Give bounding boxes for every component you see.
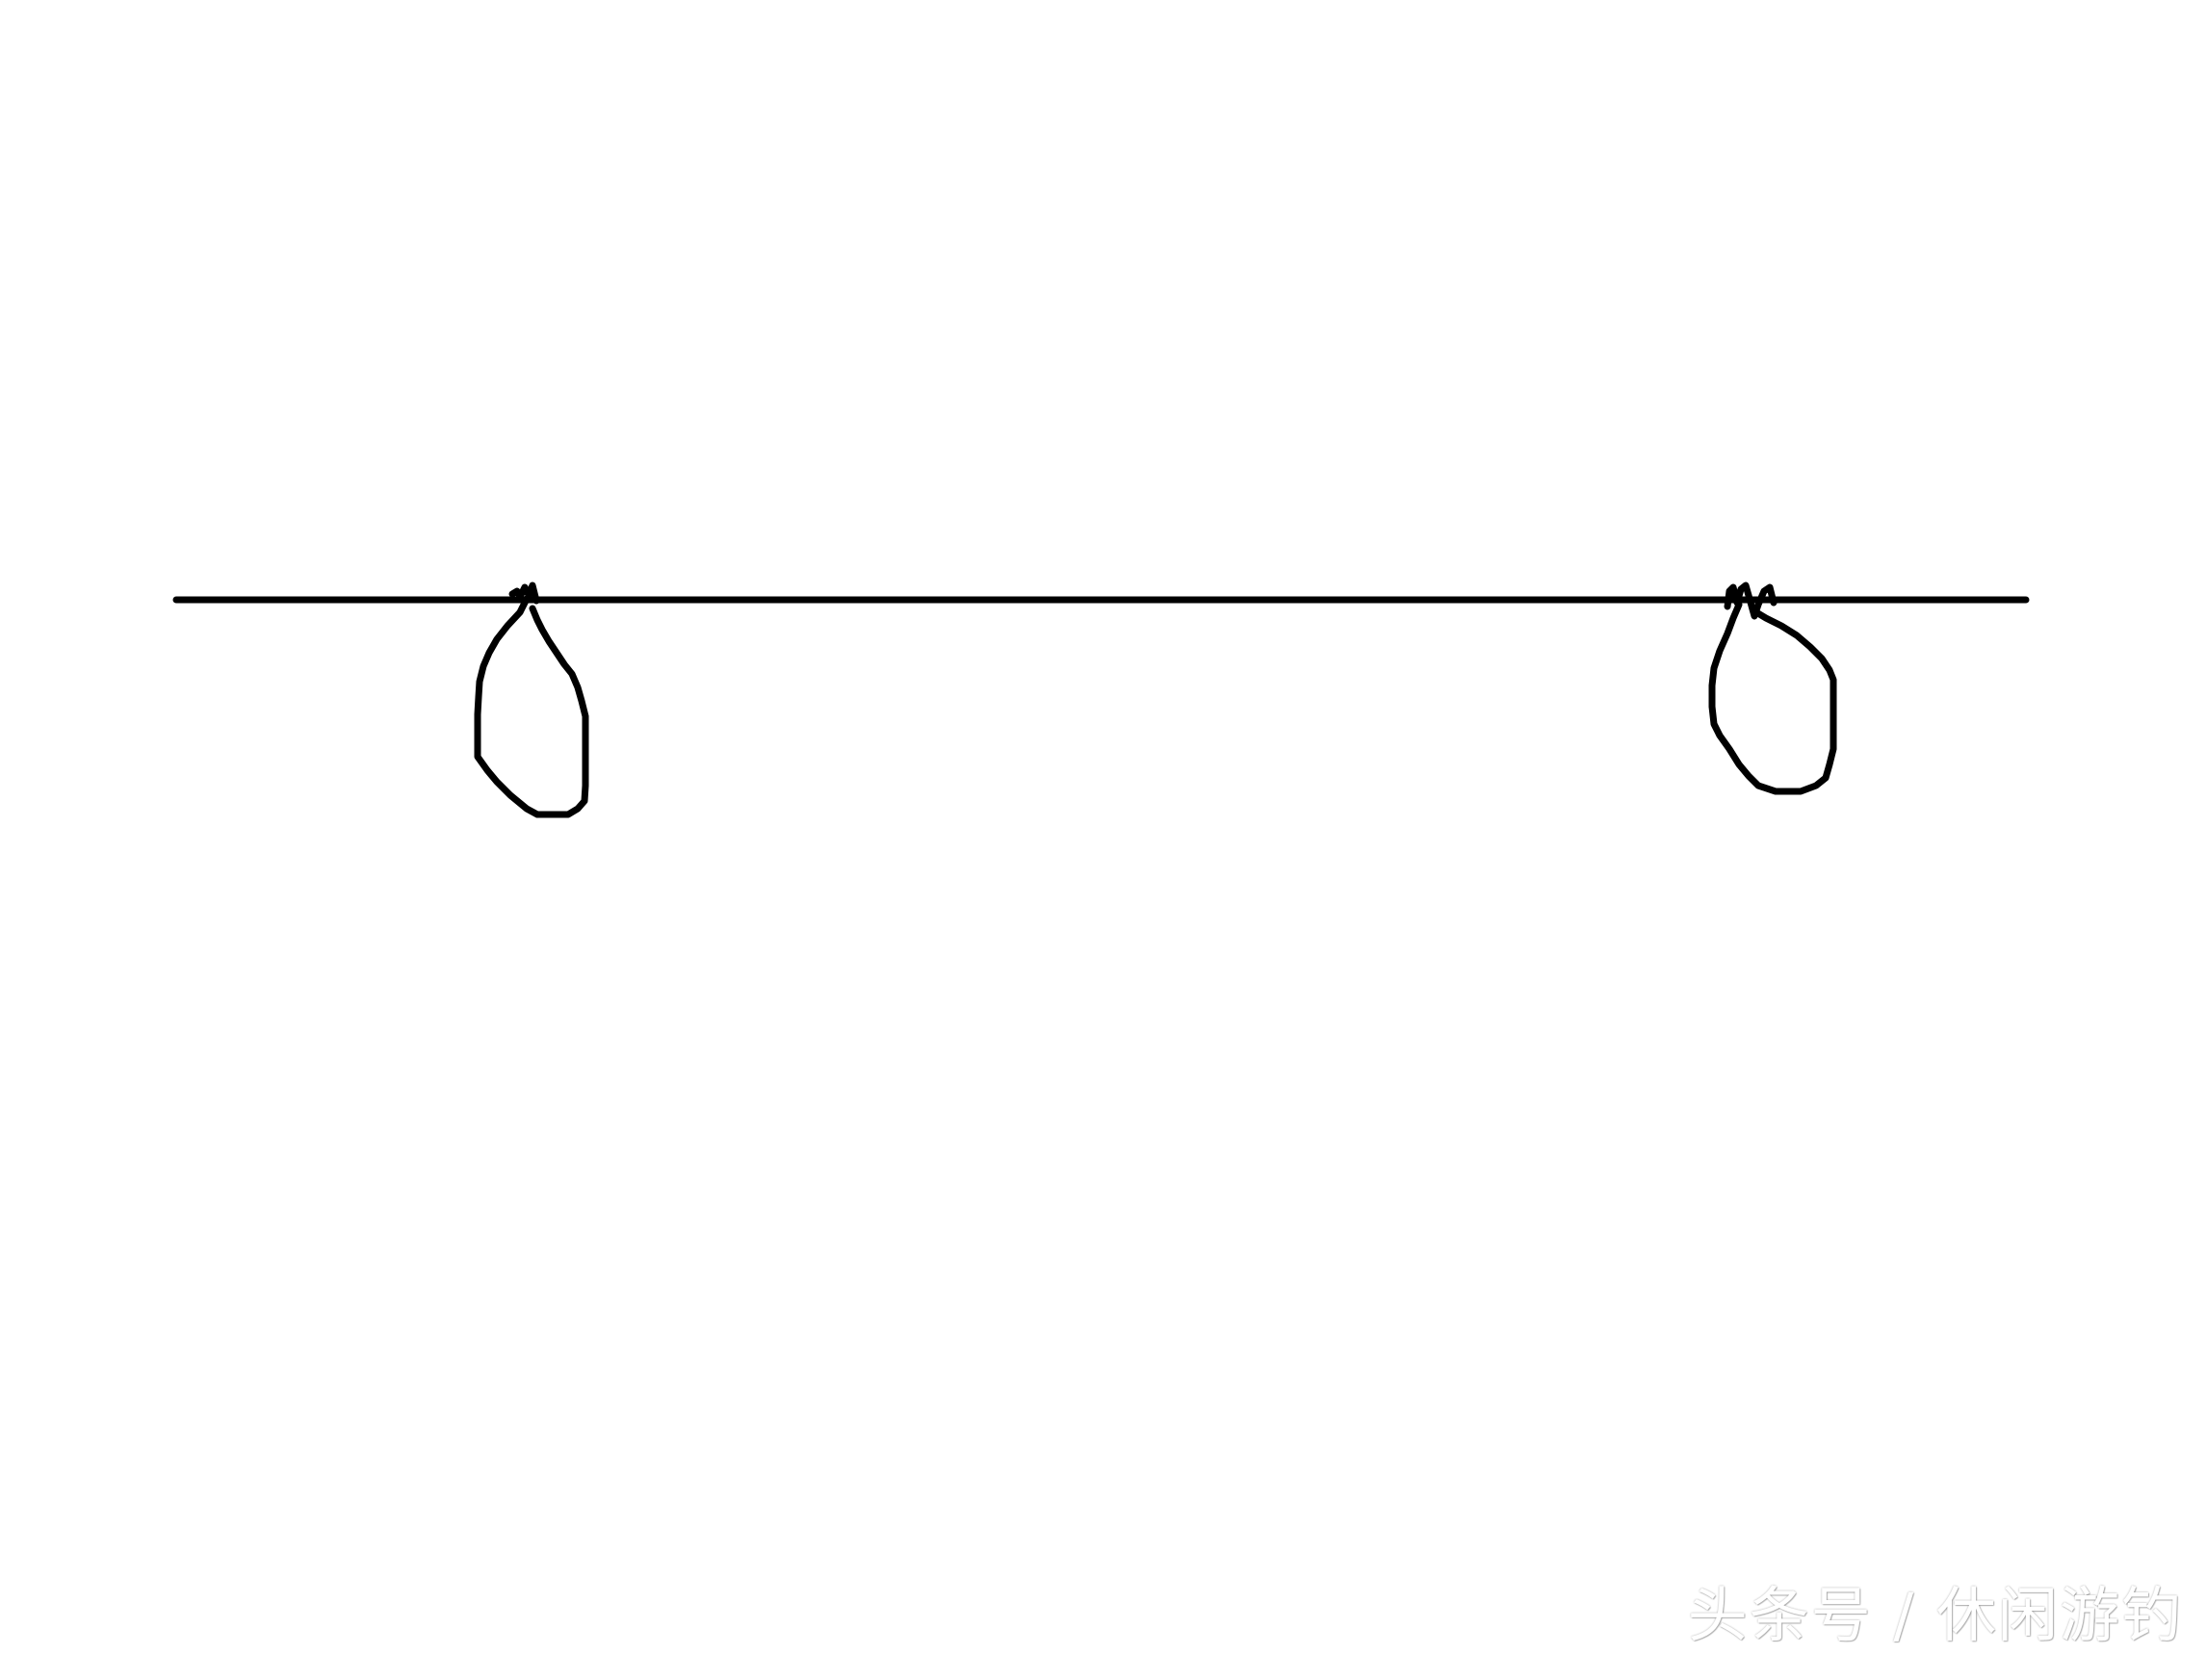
- watermark-text: 头条号 / 休闲游钓: [1687, 1580, 2183, 1650]
- right-knot-twist: [1724, 582, 1778, 620]
- left-loop-knot: [474, 582, 589, 818]
- left-loop: [474, 595, 589, 818]
- right-loop: [1708, 601, 1837, 795]
- left-knot-twist: [508, 582, 540, 605]
- right-loop-knot: [1708, 582, 1837, 795]
